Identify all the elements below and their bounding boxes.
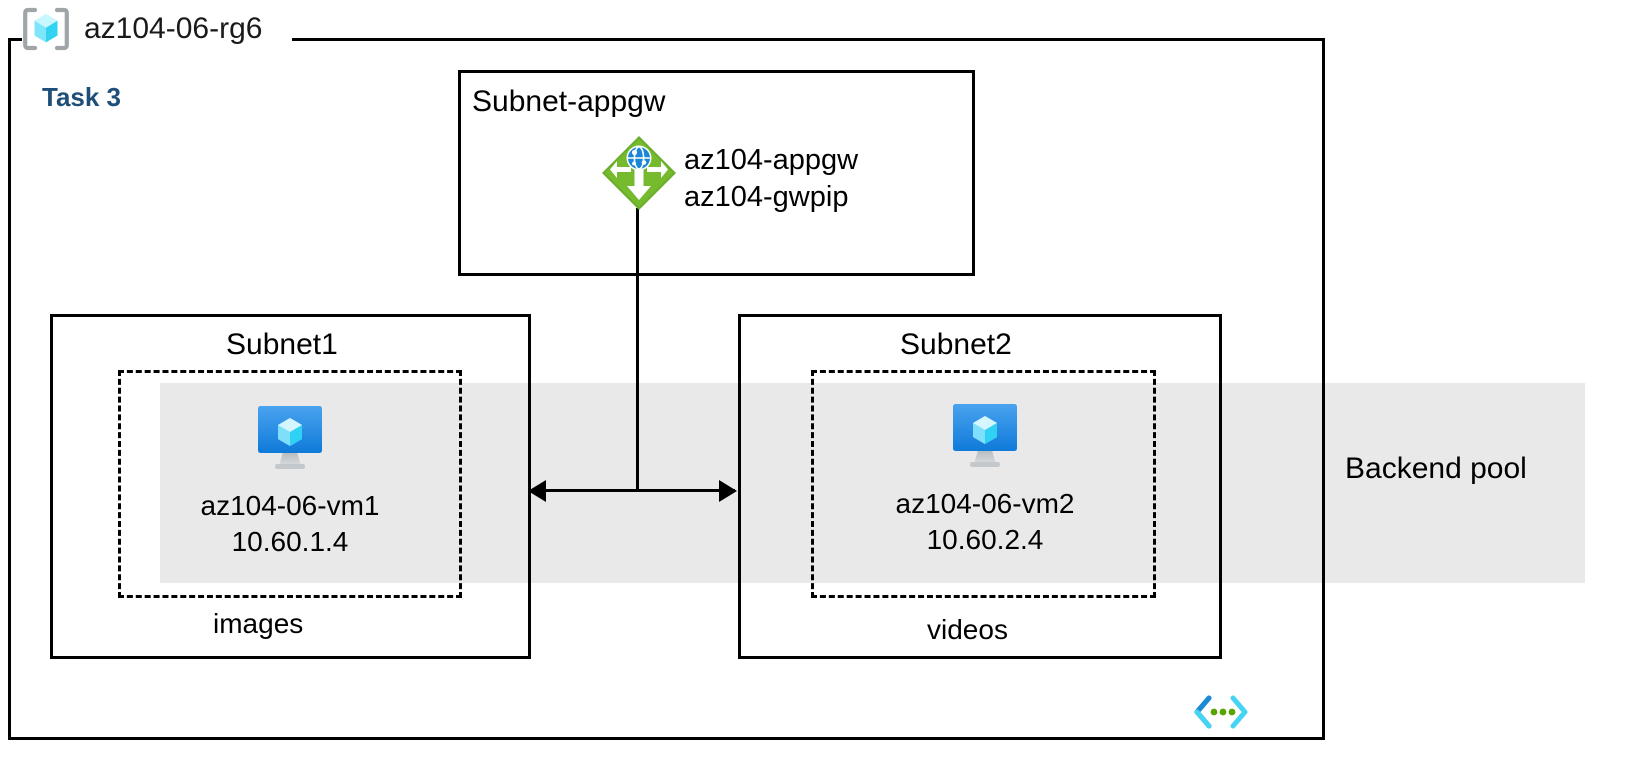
virtual-machine-icon xyxy=(946,398,1024,472)
subnet2-vm-ip: 10.60.2.4 xyxy=(926,524,1044,555)
subnet2-title: Subnet2 xyxy=(900,328,1012,361)
connector-arrowhead-right xyxy=(719,480,737,502)
code-brackets-icon xyxy=(1193,694,1249,730)
gateway-to-backend-connector xyxy=(636,208,639,491)
subnet1-vm-block: az104-06-vm1 10.60.1.4 xyxy=(160,400,420,560)
application-gateway-labels: az104-appgw az104-gwpip xyxy=(684,142,858,216)
subnet2-vm-name: az104-06-vm2 xyxy=(895,488,1075,519)
subnet2-vm-dashed-container xyxy=(811,370,1156,598)
subnet2-footer-label: videos xyxy=(927,614,1008,645)
subnet1-vm-dashed-container xyxy=(118,370,462,598)
backend-pool-band xyxy=(160,383,1585,583)
virtual-machine-icon xyxy=(251,400,329,474)
appgw-name-line-1: az104-appgw xyxy=(684,144,859,176)
subnet2-vm-block: az104-06-vm2 10.60.2.4 xyxy=(855,398,1115,558)
task-label: Task 3 xyxy=(42,82,122,112)
resource-group-icon xyxy=(22,6,70,52)
subnet-appgw-title: Subnet-appgw xyxy=(472,85,666,118)
resource-group-name: az104-06-rg6 xyxy=(84,12,263,45)
subnet1-vm-ip: 10.60.1.4 xyxy=(231,526,349,557)
subnet2-box xyxy=(738,314,1222,659)
subnet1-subnet2-connector xyxy=(533,489,735,492)
backend-pool-label: Backend pool xyxy=(1345,452,1527,485)
resource-group-container xyxy=(8,38,1325,740)
appgw-name-line-2: az104-gwpip xyxy=(684,181,849,213)
application-gateway-icon xyxy=(600,134,678,212)
subnet1-title: Subnet1 xyxy=(226,328,338,361)
connector-arrowhead-left xyxy=(528,480,546,502)
resource-group-title-notch xyxy=(22,28,292,50)
subnet1-vm-name: az104-06-vm1 xyxy=(200,490,380,521)
subnet1-footer-label: images xyxy=(213,608,304,639)
subnet-appgw-box xyxy=(458,70,975,276)
